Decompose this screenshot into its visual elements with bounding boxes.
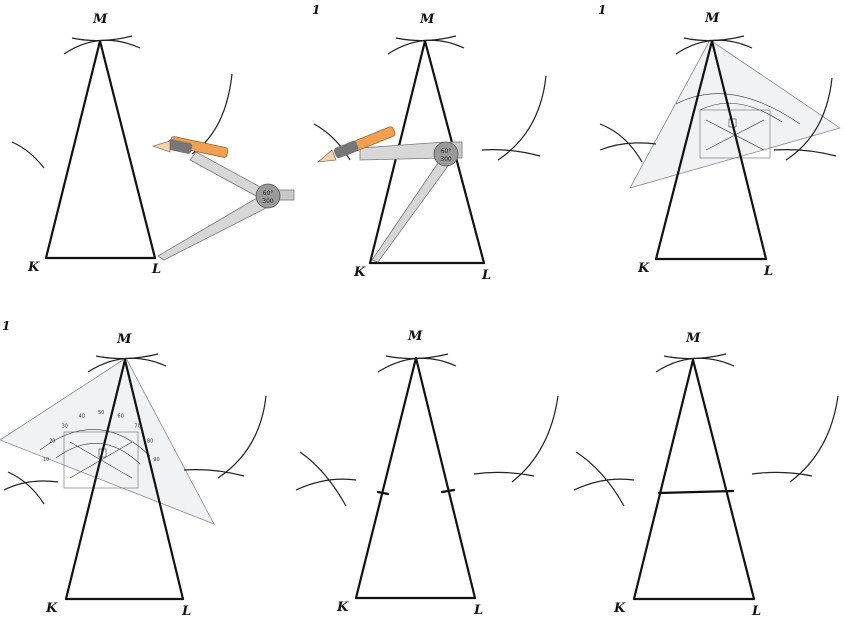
- arc-left: [7, 471, 45, 505]
- arc-left: [299, 451, 347, 507]
- vertex-label-K: K: [336, 600, 349, 615]
- scale-number: 40: [79, 414, 85, 420]
- scale-number: 70: [134, 423, 140, 429]
- midpoint-tick-KM: [376, 490, 390, 496]
- arc-right-2: [481, 149, 541, 157]
- vertex-label-K: K: [353, 265, 366, 280]
- vertex-label-L: L: [181, 604, 191, 619]
- panel-5: M K L: [295, 329, 559, 618]
- vertex-label-L: L: [751, 604, 761, 619]
- arc-right: [789, 395, 839, 483]
- arc-left: [11, 141, 45, 169]
- vertex-label-M: M: [419, 12, 435, 27]
- midsegment: [657, 489, 735, 495]
- arc-right-2: [183, 469, 245, 477]
- arc-right: [785, 77, 833, 161]
- arc-right: [217, 395, 267, 479]
- segment-LM: [98, 39, 157, 260]
- set-square: 10 20 30 40 50 60 70 80 90: [0, 357, 215, 525]
- scale-number: 10: [43, 457, 49, 463]
- compass-hub-text-2: 300: [440, 156, 452, 163]
- midpoint-tick-LM: [440, 488, 456, 494]
- segment-KM: [44, 39, 102, 260]
- segment-KM: [64, 358, 127, 601]
- corner-mark: 1: [312, 3, 320, 17]
- arc-left-2: [3, 480, 59, 491]
- arc-at-M-2: [663, 353, 727, 360]
- compass-hub-text-2: 300: [262, 198, 274, 205]
- vertex-label-K: K: [613, 601, 626, 616]
- arc-at-M-2: [683, 35, 745, 42]
- scale-number: 20: [49, 439, 55, 445]
- arc-left-2: [295, 478, 357, 491]
- scale-number: 60: [117, 414, 123, 420]
- panel-3: 1 M K L: [598, 3, 841, 279]
- compass: 60° 300: [317, 126, 463, 263]
- arc-at-M-2: [71, 35, 133, 42]
- vertex-label-K: K: [27, 260, 40, 275]
- segment-LM: [123, 358, 185, 601]
- panel-2: 60° 300 1 M K L: [312, 3, 547, 283]
- segment-LM: [710, 39, 768, 261]
- compass: 60° 300: [152, 136, 295, 261]
- arc-at-M-2: [385, 353, 449, 360]
- vertex-label-K: K: [637, 261, 650, 276]
- compass-hub-text-1: 60°: [441, 148, 452, 155]
- panel-6: M K L: [573, 331, 839, 619]
- vertex-label-L: L: [473, 603, 483, 618]
- arc-left: [575, 451, 625, 507]
- vertex-label-L: L: [151, 262, 161, 277]
- segment-LM: [691, 358, 756, 601]
- vertex-label-M: M: [685, 331, 701, 346]
- set-square: [629, 39, 841, 189]
- arc-right-2: [773, 149, 837, 157]
- corner-mark: 1: [598, 3, 606, 17]
- segment-KM: [654, 39, 714, 261]
- vertex-label-M: M: [704, 11, 720, 26]
- corner-mark: 1: [2, 319, 10, 333]
- panel-4: 10 20 30 40 50 60 70 80 90 1 M K L: [0, 319, 267, 619]
- compass-hub-text-1: 60°: [263, 190, 274, 197]
- segment-LM: [414, 356, 477, 600]
- arc-right-2: [473, 471, 535, 477]
- vertex-label-M: M: [116, 332, 132, 347]
- segment-KM: [354, 356, 418, 600]
- panel-1: 60° 300 M K L: [11, 12, 295, 277]
- arc-at-M-2: [395, 35, 457, 42]
- arc-left-2: [599, 142, 657, 151]
- segment-KM: [632, 358, 695, 601]
- scale-number: 90: [153, 457, 159, 463]
- vertex-label-K: K: [45, 601, 58, 616]
- vertex-label-L: L: [763, 264, 773, 279]
- arc-right: [511, 395, 559, 483]
- arc-left: [599, 123, 643, 163]
- arc-right: [497, 75, 547, 161]
- arc-at-M-2: [95, 353, 159, 360]
- arc-right-2: [751, 471, 813, 477]
- arc-left: [313, 123, 351, 161]
- vertex-label-M: M: [92, 12, 108, 27]
- scale-number: 80: [147, 439, 153, 445]
- vertex-label-M: M: [407, 329, 423, 344]
- vertex-label-L: L: [481, 268, 491, 283]
- arc-left-2: [573, 478, 635, 491]
- scale-number: 50: [98, 410, 104, 416]
- scale-number: 30: [62, 423, 68, 429]
